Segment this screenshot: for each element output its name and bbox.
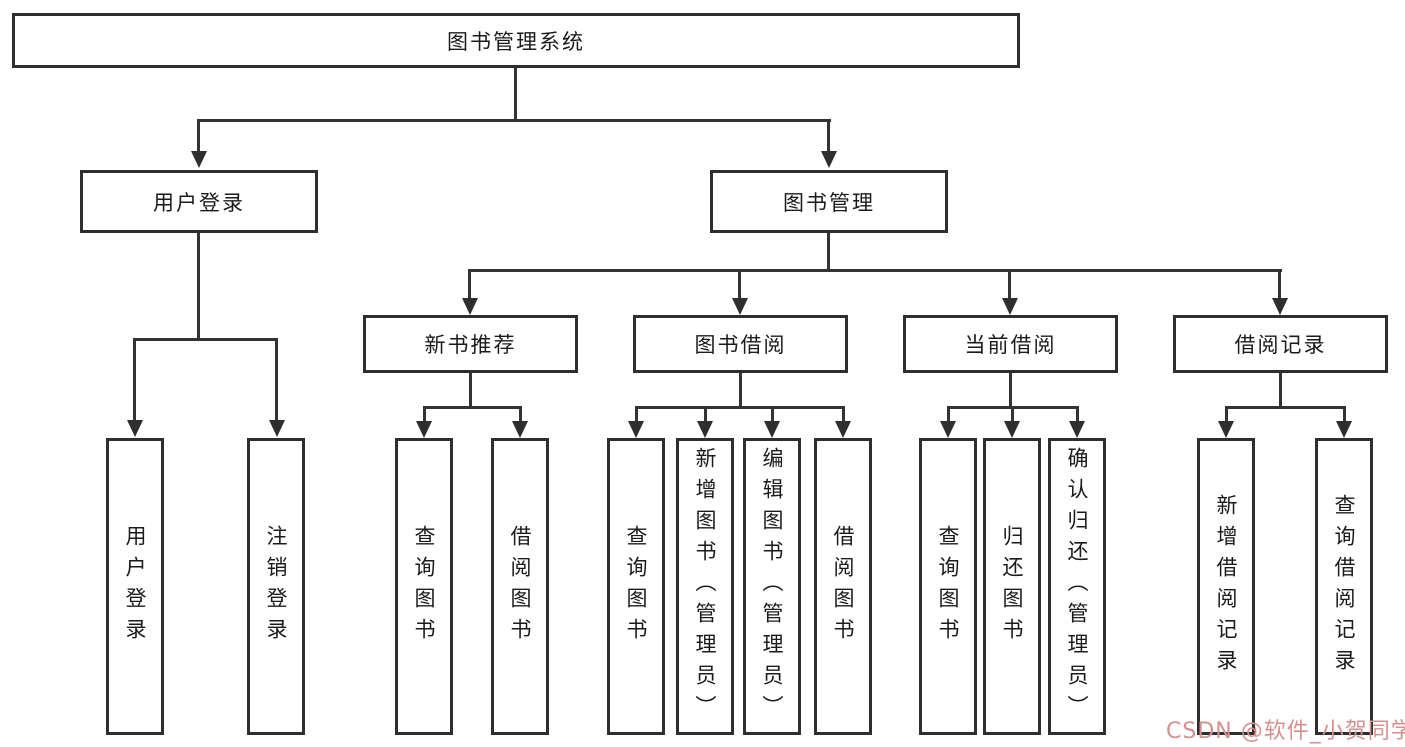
connector-line <box>635 406 638 422</box>
leaf-borrow-borrow: 借阅图书 <box>814 438 872 735</box>
connector-line <box>275 338 278 421</box>
node-root-label: 图书管理系统 <box>447 29 585 54</box>
arrowhead-down-icon <box>732 298 748 315</box>
leaf-records-add: 新增借阅记录 <box>1197 438 1255 735</box>
node-book-management-label: 图书管理 <box>783 190 875 215</box>
leaf-records-query-label: 查询借阅记录 <box>1332 493 1356 680</box>
leaf-borrow-edit-admin: 编辑图书（管理员） <box>743 438 801 735</box>
connector-line <box>469 373 472 408</box>
leaf-current-query: 查询图书 <box>919 438 977 735</box>
connector-line <box>469 269 1282 272</box>
connector-line <box>197 233 200 340</box>
node-new-book-recommend-label: 新书推荐 <box>424 333 517 357</box>
leaf-current-return-label: 归还图书 <box>1000 524 1024 649</box>
connector-line <box>519 406 522 422</box>
arrowhead-down-icon <box>1069 421 1085 438</box>
arrowhead-down-icon <box>1272 298 1288 315</box>
arrowhead-down-icon <box>1004 421 1020 438</box>
node-book-management: 图书管理 <box>710 170 948 233</box>
arrowhead-down-icon <box>512 421 528 438</box>
connector-line <box>771 406 774 422</box>
node-borrow-records: 借阅记录 <box>1173 315 1388 373</box>
connector-line <box>947 406 950 422</box>
node-current-borrow: 当前借阅 <box>903 315 1118 373</box>
connector-line <box>1225 406 1346 409</box>
csdn-watermark: CSDN @软件_小贺同学 <box>1166 719 1405 744</box>
leaf-records-add-label: 新增借阅记录 <box>1214 493 1238 680</box>
connector-line <box>738 269 741 300</box>
connector-line <box>1008 269 1011 300</box>
connector-line <box>423 406 426 422</box>
arrowhead-down-icon <box>416 421 432 438</box>
leaf-current-query-label: 查询图书 <box>936 524 960 649</box>
arrowhead-down-icon <box>835 421 851 438</box>
connector-line <box>514 68 517 120</box>
connector-line <box>1225 406 1228 422</box>
connector-line <box>1011 406 1014 422</box>
leaf-newbook-borrow-label: 借阅图书 <box>508 524 532 649</box>
leaf-borrow-query-label: 查询图书 <box>624 524 648 649</box>
arrowhead-down-icon <box>1002 298 1018 315</box>
arrowhead-down-icon <box>940 421 956 438</box>
arrowhead-down-icon <box>269 420 285 437</box>
node-new-book-recommend: 新书推荐 <box>363 315 578 373</box>
node-current-borrow-label: 当前借阅 <box>964 333 1057 357</box>
connector-line <box>827 233 830 271</box>
connector-line <box>1076 406 1079 422</box>
connector-line <box>827 119 830 153</box>
leaf-current-return: 归还图书 <box>983 438 1041 735</box>
leaf-user-login: 用户登录 <box>106 438 164 735</box>
connector-line <box>1278 269 1281 300</box>
connector-line <box>133 338 136 421</box>
connector-line <box>197 119 200 153</box>
leaf-borrow-borrow-label: 借阅图书 <box>831 524 855 649</box>
leaf-borrow-edit-admin-label: 编辑图书（管理员） <box>760 447 784 726</box>
connector-line <box>468 269 471 300</box>
leaf-borrow-add-admin: 新增图书（管理员） <box>676 438 734 735</box>
arrowhead-down-icon <box>821 151 837 168</box>
arrowhead-down-icon <box>764 421 780 438</box>
connector-line <box>842 406 845 422</box>
node-root: 图书管理系统 <box>12 13 1020 68</box>
arrowhead-down-icon <box>462 298 478 315</box>
leaf-user-logout-label: 注销登录 <box>264 524 288 649</box>
connector-line <box>198 119 831 122</box>
leaf-newbook-borrow: 借阅图书 <box>491 438 549 735</box>
leaf-borrow-add-admin-label: 新增图书（管理员） <box>693 447 717 726</box>
connector-line <box>635 406 845 409</box>
leaf-current-confirm-admin: 确认归还（管理员） <box>1048 438 1106 735</box>
connector-line <box>423 406 522 409</box>
connector-line <box>1279 373 1282 408</box>
leaf-records-query: 查询借阅记录 <box>1315 438 1373 735</box>
leaf-borrow-query: 查询图书 <box>607 438 665 735</box>
connector-line <box>704 406 707 422</box>
arrowhead-down-icon <box>628 421 644 438</box>
connector-line <box>134 338 278 341</box>
leaf-user-login-label: 用户登录 <box>123 524 147 649</box>
node-borrow-records-label: 借阅记录 <box>1234 333 1327 357</box>
arrowhead-down-icon <box>1336 421 1352 438</box>
connector-line <box>739 373 742 408</box>
arrowhead-down-icon <box>697 421 713 438</box>
connector-line <box>1343 406 1346 422</box>
node-user-login: 用户登录 <box>80 170 318 233</box>
arrowhead-down-icon <box>191 151 207 168</box>
arrowhead-down-icon <box>127 420 143 437</box>
leaf-newbook-query: 查询图书 <box>395 438 453 735</box>
arrowhead-down-icon <box>1218 421 1234 438</box>
leaf-current-confirm-admin-label: 确认归还（管理员） <box>1065 447 1089 726</box>
leaf-user-logout: 注销登录 <box>247 438 305 735</box>
node-book-borrow-label: 图书借阅 <box>694 333 787 357</box>
connector-line <box>1009 373 1012 408</box>
node-user-login-label: 用户登录 <box>153 190 245 215</box>
node-book-borrow: 图书借阅 <box>633 315 848 373</box>
leaf-newbook-query-label: 查询图书 <box>412 524 436 649</box>
